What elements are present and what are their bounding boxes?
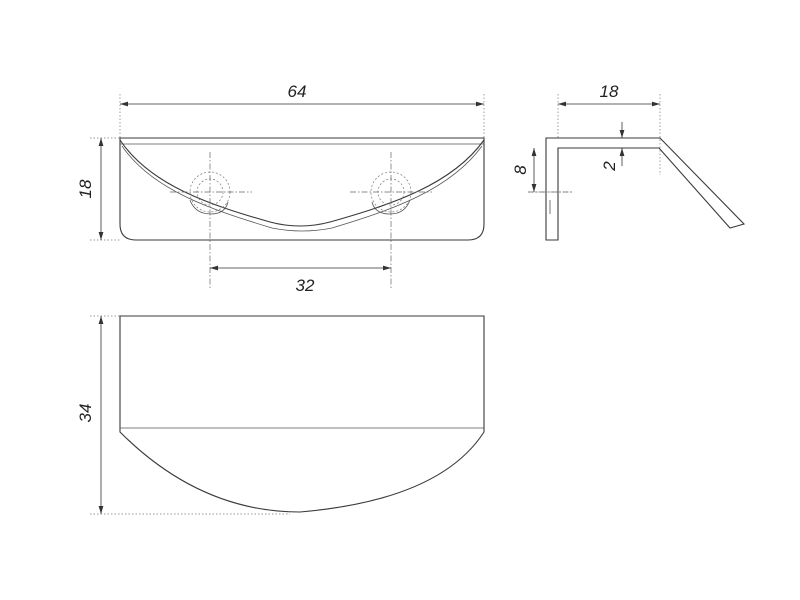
dim-label-18-front: 18: [76, 179, 95, 198]
front-view-scallop-outer: [119, 139, 485, 227]
boss-left: [189, 199, 229, 215]
dim-label-34: 34: [76, 404, 95, 423]
dim-label-64: 64: [288, 82, 307, 101]
front-view: 64 18 32: [76, 82, 485, 295]
front-view-scallop-inner: [121, 145, 483, 232]
bottom-view: 34: [76, 315, 485, 515]
side-view: 18 8 2: [511, 82, 746, 241]
side-view-profile: [545, 137, 746, 241]
boss-right: [371, 199, 411, 215]
bottom-view-outline: [119, 315, 485, 513]
dim-label-32: 32: [296, 276, 315, 295]
front-view-outline: [119, 137, 485, 241]
dim-label-8: 8: [511, 165, 530, 175]
dim-label-2: 2: [600, 161, 619, 172]
dim-label-18-side: 18: [600, 82, 619, 101]
